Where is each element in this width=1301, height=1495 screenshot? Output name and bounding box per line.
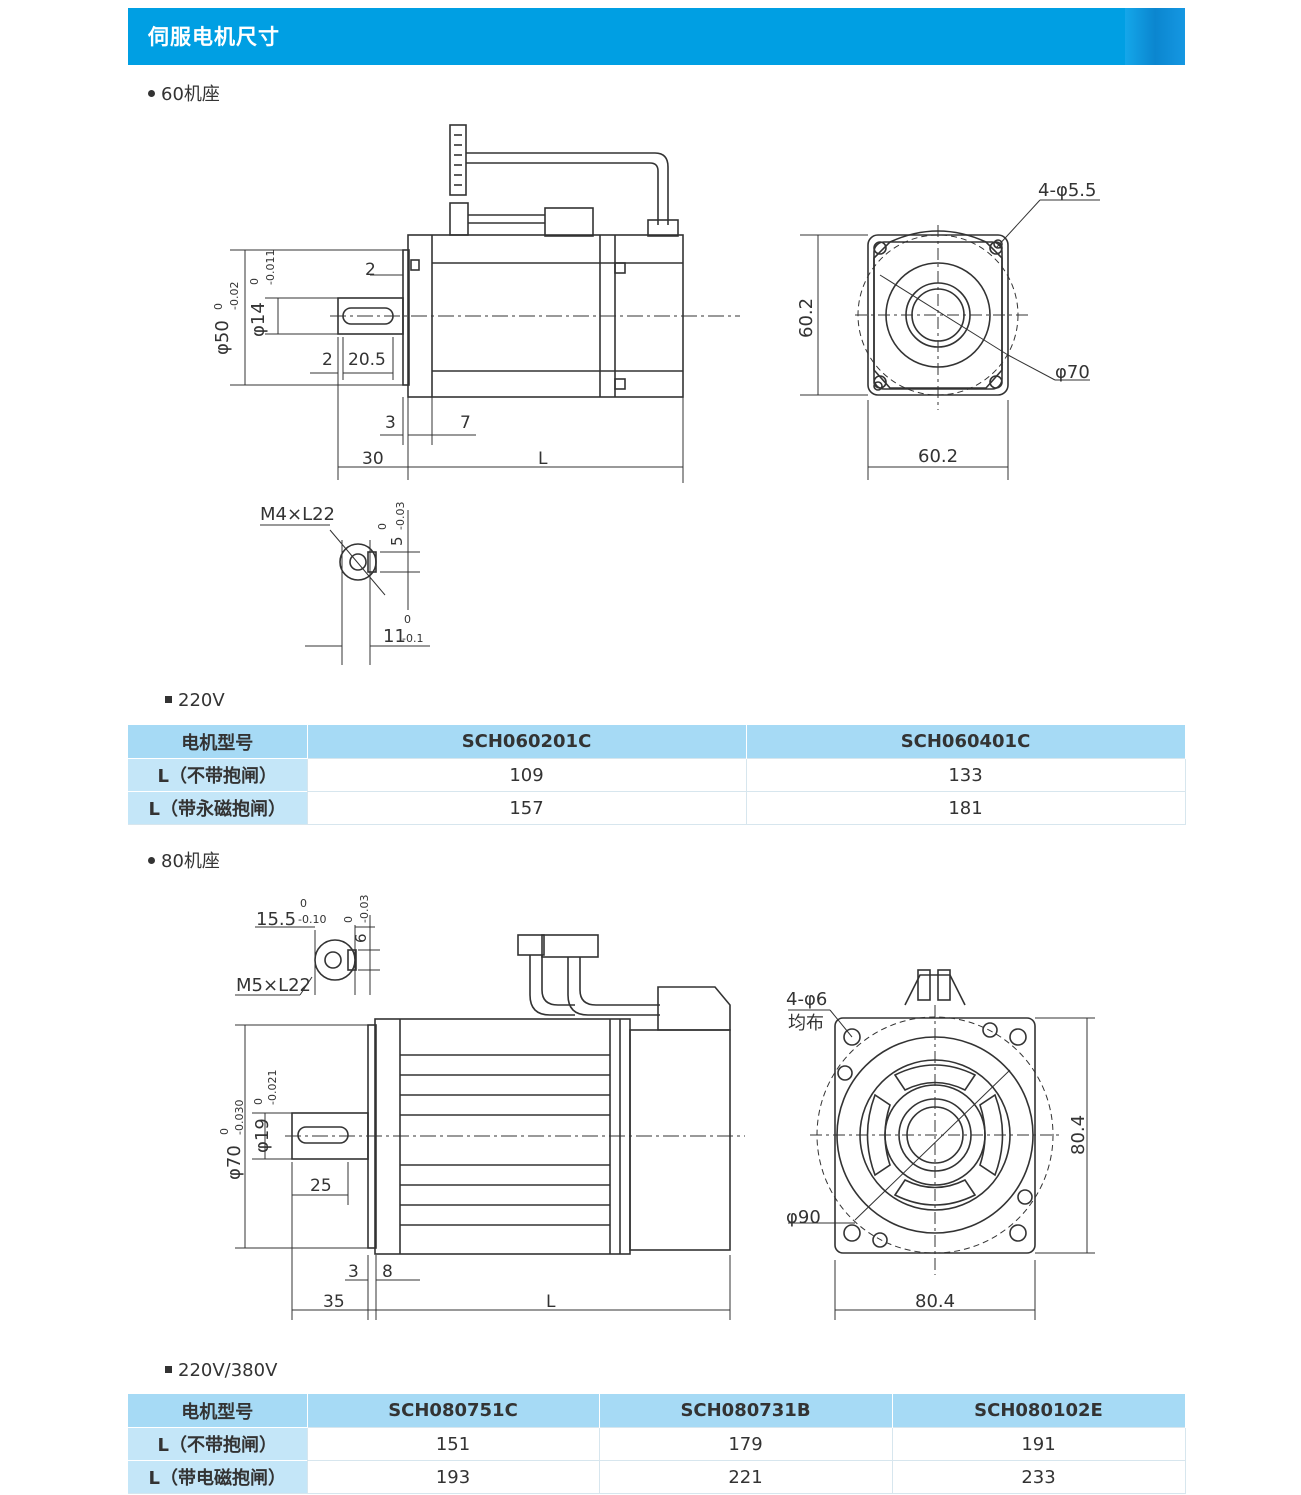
- voltage-80-label: 220V/380V: [165, 1360, 277, 1381]
- dim-8-80: 8: [382, 1262, 393, 1282]
- svg-text:0: 0: [212, 303, 225, 310]
- dim-flange-t-60: 2: [365, 260, 376, 280]
- bullet-square-icon: [165, 1365, 172, 1373]
- dim-key-w-80: 6: [352, 933, 370, 943]
- table-row: L（不带抱闸） 151 179 191: [128, 1427, 1186, 1461]
- table-cell: 181: [745, 791, 1186, 825]
- voltage-60-label: 220V: [165, 690, 225, 711]
- frame-80-label: 80机座: [148, 847, 220, 873]
- svg-text:-0.03: -0.03: [394, 502, 407, 530]
- table-row: L（带永磁抱闸） 157 181: [128, 791, 1186, 825]
- row-label: L（带永磁抱闸）: [128, 791, 307, 825]
- model-header: SCH060401C: [746, 725, 1186, 759]
- bullet-dot-icon: [148, 856, 155, 864]
- bullet-dot-icon: [148, 89, 155, 97]
- table-header-row: 电机型号 SCH080751C SCH080731B SCH080102E: [128, 1394, 1186, 1428]
- motor-80-side-view: φ70 φ19 25 3 8 35 L 0 -0.030 0 -0.021: [218, 934, 745, 1320]
- dim-3-80: 3: [348, 1262, 359, 1282]
- row-label: L（带电磁抱闸）: [128, 1460, 307, 1494]
- dim-spigot-80: φ70: [224, 1145, 245, 1180]
- svg-text:0: 0: [404, 613, 411, 626]
- spec-table-80: 电机型号 SCH080751C SCH080731B SCH080102E L（…: [128, 1394, 1186, 1494]
- dim-key-len-60: 20.5: [348, 350, 386, 370]
- svg-text:-0.10: -0.10: [298, 913, 326, 926]
- dim-body-len-80: L: [546, 1292, 556, 1312]
- svg-text:-0.011: -0.011: [264, 250, 277, 285]
- dim-body-len-60: L: [538, 449, 548, 469]
- svg-text:0: 0: [376, 523, 389, 530]
- spec-table-60: 电机型号 SCH060201C SCH060401C L（不带抱闸） 109 1…: [128, 725, 1186, 825]
- svg-text:-0.1: -0.1: [402, 632, 423, 645]
- model-header: SCH080731B: [599, 1394, 893, 1428]
- dim-key-h-60: 11: [383, 626, 406, 647]
- motor-60-shaft-section: M4×L22 11 5 0 -0.1 0 -0.03: [260, 502, 430, 665]
- dim-thread-60: M4×L22: [260, 504, 335, 525]
- dim-hole-60: 4-φ5.5: [1038, 180, 1096, 201]
- model-header: SCH080102E: [892, 1394, 1186, 1428]
- motor-80-shaft-section: 15.5 6 M5×L22 0 -0.10 0 -0.03: [235, 895, 380, 996]
- dim-hole-80: 4-φ6: [786, 989, 827, 1010]
- svg-text:-0.030: -0.030: [233, 1100, 246, 1135]
- svg-text:0: 0: [248, 278, 261, 285]
- table-cell: 109: [306, 758, 746, 792]
- dim-flange-w-80: 80.4: [915, 1291, 955, 1312]
- table-cell: 221: [598, 1460, 892, 1494]
- section-header: 伺服电机尺寸: [128, 8, 1185, 65]
- table-cell: 157: [306, 791, 746, 825]
- dim-pcd-60: φ70: [1055, 362, 1090, 383]
- table-cell: 191: [891, 1427, 1186, 1461]
- dim-shaft-60: φ14: [248, 302, 269, 337]
- dim-flange-h-60: 60.2: [796, 298, 817, 338]
- dim-spigot-60: φ50: [212, 320, 233, 355]
- table-header-row: 电机型号 SCH060201C SCH060401C: [128, 725, 1186, 759]
- motor-60-side-view: φ50 φ14 2 2 20.5 3 7 30 L 0 -0.02 0 -0.0…: [212, 124, 740, 483]
- svg-text:-0.03: -0.03: [358, 895, 371, 923]
- dim-3-60: 3: [385, 413, 396, 433]
- dim-key-w-60: 5: [388, 536, 406, 546]
- dim-hole-note-80: 均布: [788, 1013, 824, 1034]
- dim-shaft-len-60: 30: [362, 449, 384, 469]
- table-header-label: 电机型号: [128, 725, 308, 759]
- dim-key-off-60: 2: [322, 350, 333, 370]
- table-cell: 233: [891, 1460, 1186, 1494]
- svg-text:-0.02: -0.02: [228, 282, 241, 310]
- motor-80-front-view: 4-φ6 均布 φ90 80.4 80.4: [786, 969, 1095, 1320]
- dim-flange-h-80: 80.4: [1068, 1115, 1089, 1155]
- svg-text:-0.021: -0.021: [266, 1070, 279, 1105]
- frame-60-label: 60机座: [148, 80, 220, 106]
- model-header: SCH080751C: [307, 1394, 600, 1428]
- table-header-label: 电机型号: [128, 1394, 308, 1428]
- table-cell: 179: [598, 1427, 892, 1461]
- dim-shaft-80: φ19: [252, 1118, 273, 1153]
- header-accent: [1125, 8, 1185, 65]
- page-title: 伺服电机尺寸: [148, 25, 280, 49]
- model-header: SCH060201C: [307, 725, 747, 759]
- row-label: L（不带抱闸）: [128, 1427, 307, 1461]
- table-row: L（不带抱闸） 109 133: [128, 758, 1186, 792]
- dim-flange-w-60: 60.2: [918, 446, 958, 467]
- dim-shaft-len-80: 35: [323, 1292, 345, 1312]
- svg-text:0: 0: [300, 897, 307, 910]
- motor-60-front-view: 4-φ5.5 φ70 60.2 60.2: [796, 180, 1100, 480]
- svg-text:0: 0: [342, 916, 355, 923]
- dim-key-h-80: 15.5: [256, 909, 296, 930]
- table-cell: 193: [306, 1460, 599, 1494]
- svg-text:0: 0: [218, 1128, 231, 1135]
- svg-text:0: 0: [252, 1098, 265, 1105]
- row-label: L（不带抱闸）: [128, 758, 307, 792]
- dim-thread-80: M5×L22: [236, 975, 311, 996]
- dim-key-len-80: 25: [310, 1176, 332, 1196]
- table-cell: 133: [745, 758, 1186, 792]
- table-cell: 151: [306, 1427, 599, 1461]
- table-row: L（带电磁抱闸） 193 221 233: [128, 1460, 1186, 1494]
- dim-pcd-80: φ90: [786, 1207, 821, 1228]
- bullet-square-icon: [165, 695, 172, 703]
- dim-7-60: 7: [460, 413, 471, 433]
